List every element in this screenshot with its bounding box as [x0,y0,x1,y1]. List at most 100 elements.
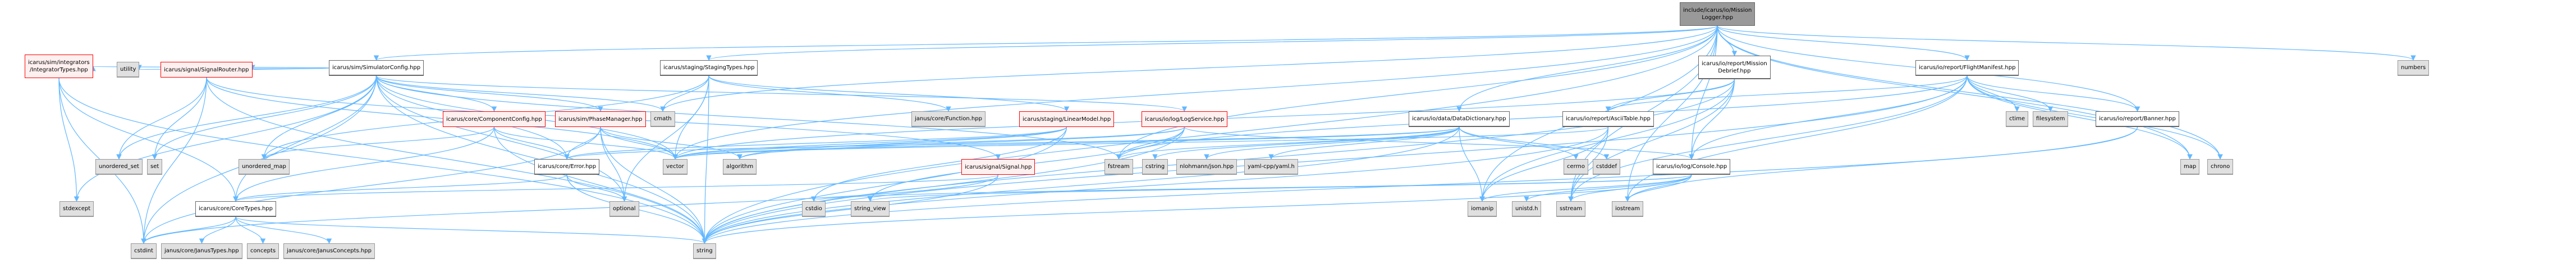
node-label: icarus/signal/SignalRouter.hpp [164,66,249,73]
edge-datadict-to-cerrno [1459,126,1579,160]
edge-compcfg-to-umap [261,126,495,160]
node-unistd: unistd.h [1512,201,1542,217]
edge-coretypes-to-string [235,216,707,244]
node-cstdio: cstdio [802,201,826,217]
edge-compcfg-to-vector [493,126,678,160]
edge-linear-to-algorithm [737,126,1067,160]
node-sstream: sstream [1556,201,1586,217]
edge-staging-to-string [702,75,709,244]
node-label: numbers [2401,65,2426,71]
node-label: icarus/io/data/DataDictionary.hpp [1412,116,1506,122]
node-label: vector [666,164,684,170]
node-label: janus/core/Function.hpp [915,116,982,122]
edge-linear-to-string [702,126,1067,244]
edge-router-to-uset [116,77,207,160]
edge-compcfg-to-string [493,126,708,244]
edge-router-to-cstdint [141,77,207,244]
edge-router-to-vector [206,77,678,160]
node-compcfg[interactable]: icarus/core/ComponentConfig.hpp [443,111,546,127]
edge-manifest-to-sstream [1568,75,1968,202]
edge-logsvc-to-vector [672,126,1185,160]
node-optional: optional [609,201,639,217]
node-label: fstream [1108,164,1130,170]
node-console[interactable]: icarus/io/log/Console.hpp [1653,159,1731,175]
node-datadict[interactable]: icarus/io/data/DataDictionary.hpp [1409,111,1510,127]
node-label: icarus/signal/Signal.hpp [965,164,1032,170]
node-logsvc[interactable]: icarus/io/log/LogService.hpp [1142,111,1228,127]
node-cstdint: cstdint [131,243,157,259]
node-label: iostream [1615,206,1640,212]
node-label: icarus/io/report/AsciiTable.hpp [1566,116,1651,122]
node-label: Debrief.hpp [1718,67,1751,74]
edge-staging-to-optional [621,75,709,202]
node-manifest[interactable]: icarus/io/report/FlightManifest.hpp [1915,60,2019,76]
node-label: icarus/sim/integrators [28,60,90,66]
node-ascii[interactable]: icarus/io/report/AsciiTable.hpp [1562,111,1654,127]
edge-datadict-to-string [702,126,1460,244]
node-linear[interactable]: icarus/staging/LinearModel.hpp [1019,111,1115,127]
edge-root-to-datadict [1456,25,1718,112]
edge-compcfg-to-error [493,126,570,160]
edge-ascii-to-string [702,126,1609,244]
node-integ[interactable]: icarus/sim/integrators/IntegratorTypes.h… [25,55,93,78]
node-label: icarus/io/report/FlightManifest.hpp [1919,65,2016,71]
node-simcfg[interactable]: icarus/sim/SimulatorConfig.hpp [329,60,424,76]
edge-signal-to-cstdint [141,174,999,244]
edge-phase-to-string [600,126,708,244]
node-label: concepts [250,248,276,254]
node-router[interactable]: icarus/signal/SignalRouter.hpp [161,62,253,78]
edge-root-to-simcfg [374,25,1718,61]
node-label: string_view [854,206,886,212]
node-label: /IntegratorTypes.hpp [29,67,88,73]
node-label: icarus/io/report/Mission [1702,60,1767,67]
edge-phase-to-algorithm [600,126,742,160]
node-phase[interactable]: icarus/sim/PhaseManager.hpp [555,111,646,127]
node-error[interactable]: icarus/core/Error.hpp [534,159,600,175]
node-label: janus/core/JanusConcepts.hpp [287,248,372,254]
edge-coretypes-to-concepts [235,216,266,244]
edge-coretypes-to-cstdint [141,216,236,244]
node-cstring: cstring [1142,159,1168,175]
node-cmath: cmath [650,111,675,127]
edge-datadict-to-iomanip [1459,126,1485,202]
edge-console-to-unistd [1524,174,1692,202]
node-algorithm: algorithm [723,159,757,175]
node-janusconcepts: janus/core/JanusConcepts.hpp [283,243,375,259]
edge-root-to-staging [706,25,1718,61]
node-banner[interactable]: icarus/io/report/Banner.hpp [2096,111,2179,127]
node-staging[interactable]: icarus/staging/StagingTypes.hpp [660,60,758,76]
node-ctime: ctime [2006,111,2029,127]
node-label: icarus/core/Error.hpp [538,164,597,170]
node-label: nlohmann/json.hpp [1180,164,1234,170]
edge-phase-to-optional [600,126,627,202]
edge-root-to-cmath [660,25,1718,112]
edge-linear-to-error [564,126,1067,160]
node-label: yaml-cpp/yaml.h [1248,164,1295,170]
node-label: cmath [654,116,672,122]
edge-manifest-to-chrono [1967,75,2223,160]
node-string-view: string_view [851,201,890,217]
edge-staging-to-cmath [660,75,709,112]
node-label: icarus/core/ComponentConfig.hpp [446,116,542,123]
node-label: iomanip [1471,206,1494,212]
node-numbers: numbers [2398,60,2430,76]
node-coretypes[interactable]: icarus/core/CoreTypes.hpp [195,201,276,217]
edge-logsvc-to-algorithm [737,126,1185,160]
edge-simcfg-to-umap [261,75,377,160]
edge-root-to-manifest [1717,25,1970,61]
node-label: unordered_set [99,164,139,170]
edge-simcfg-to-uset [116,75,377,160]
node-signal[interactable]: icarus/signal/Signal.hpp [961,159,1035,175]
node-label: icarus/io/log/Console.hpp [1656,164,1727,170]
edge-staging-to-janusfn [708,75,951,112]
edge-debrief-to-console [1689,79,1735,160]
node-label: icarus/sim/SimulatorConfig.hpp [332,65,421,71]
node-label: icarus/sim/PhaseManager.hpp [558,116,643,123]
edge-root-to-numbers [1717,25,2416,61]
edge-simcfg-to-optional [375,75,627,202]
node-stdexcept: stdexcept [59,201,94,217]
node-label: unordered_map [242,164,286,170]
